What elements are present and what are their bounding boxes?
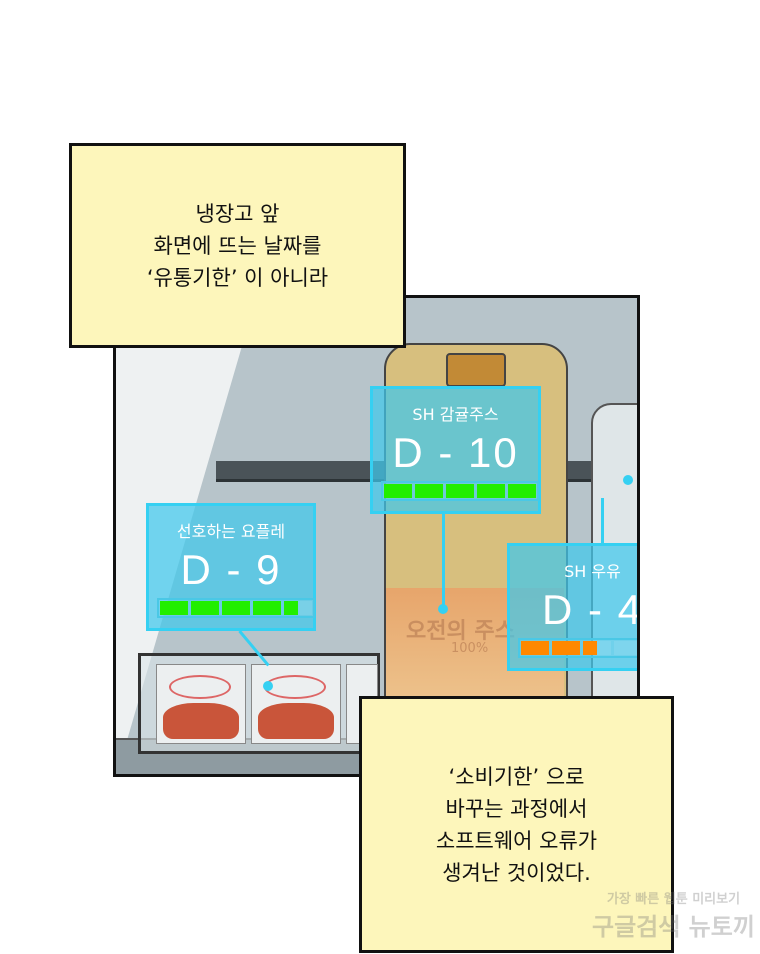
freshness-bar-segment bbox=[614, 641, 637, 655]
freshness-bar-segment bbox=[521, 641, 549, 655]
freshness-bar-segment bbox=[284, 601, 312, 615]
tag-anchor-dot bbox=[263, 681, 273, 691]
caption-box-top: 냉장고 앞 화면에 뜨는 날짜를 ‘유통기한’ 이 아니라 bbox=[69, 143, 406, 348]
tag-dday: D - 9 bbox=[180, 546, 282, 593]
freshness-bar-segment bbox=[415, 484, 443, 498]
juice-cap bbox=[446, 353, 506, 387]
caption-line: ‘소비기한’ 으로 bbox=[448, 764, 585, 789]
caption-line: 바꾸는 과정에서 bbox=[445, 796, 588, 821]
tag-product-name: SH 감귤주스 bbox=[412, 405, 499, 424]
juice-label-percent: 100% bbox=[451, 641, 489, 656]
caption-line: 생겨난 것이었다. bbox=[442, 860, 591, 885]
expiry-tag-yogurt: 선호하는 요플레 D - 9 bbox=[146, 503, 316, 631]
juice-label-text: 오전의 주스 bbox=[406, 619, 515, 644]
freshness-bar-segment bbox=[384, 484, 412, 498]
caption-line: 소프트웨어 오류가 bbox=[435, 828, 598, 853]
freshness-bar-segment bbox=[583, 641, 611, 655]
freshness-bar bbox=[518, 638, 637, 658]
caption-line: 화면에 뜨는 날짜를 bbox=[153, 233, 322, 258]
freshness-bar-segment bbox=[446, 484, 474, 498]
freshness-bar-segment bbox=[253, 601, 281, 615]
freshness-bar-segment bbox=[191, 601, 219, 615]
freshness-bar bbox=[157, 598, 315, 618]
caption-box-bottom: ‘소비기한’ 으로 바꾸는 과정에서 소프트웨어 오류가 생겨난 것이었다. bbox=[359, 696, 674, 953]
watermark-line: 가장 빠른 웹툰 미리보기 bbox=[606, 892, 741, 907]
freshness-bar-segment bbox=[508, 484, 536, 498]
caption-line: 냉장고 앞 bbox=[195, 201, 280, 226]
yogurt-cup bbox=[156, 664, 246, 744]
freshness-bar-segment bbox=[222, 601, 250, 615]
watermark: 가장 빠른 웹툰 미리보기 구글검색 뉴토끼 bbox=[592, 888, 755, 942]
expiry-tag-milk: SH 우유 D - 4 bbox=[507, 543, 640, 671]
tag-product-name: 선호하는 요플레 bbox=[176, 522, 286, 541]
caption-line: ‘유통기한’ 이 아니라 bbox=[146, 265, 329, 290]
tag-anchor-dot bbox=[623, 475, 633, 485]
tag-dday: D - 4 bbox=[541, 586, 640, 633]
expiry-tag-juice: SH 감귤주스 D - 10 bbox=[370, 386, 541, 514]
watermark-line: 구글검색 뉴토끼 bbox=[592, 913, 755, 941]
yogurt-cup bbox=[251, 664, 341, 744]
freshness-bar bbox=[381, 481, 539, 501]
tag-leader-line bbox=[442, 514, 445, 609]
tag-product-name: SH 우유 bbox=[564, 562, 621, 581]
tag-leader-line bbox=[601, 498, 604, 546]
freshness-bar-segment bbox=[477, 484, 505, 498]
tag-anchor-dot bbox=[438, 604, 448, 614]
freshness-bar-segment bbox=[552, 641, 580, 655]
yogurt-pack bbox=[138, 653, 380, 754]
tag-dday: D - 10 bbox=[392, 429, 519, 476]
freshness-bar-segment bbox=[160, 601, 188, 615]
